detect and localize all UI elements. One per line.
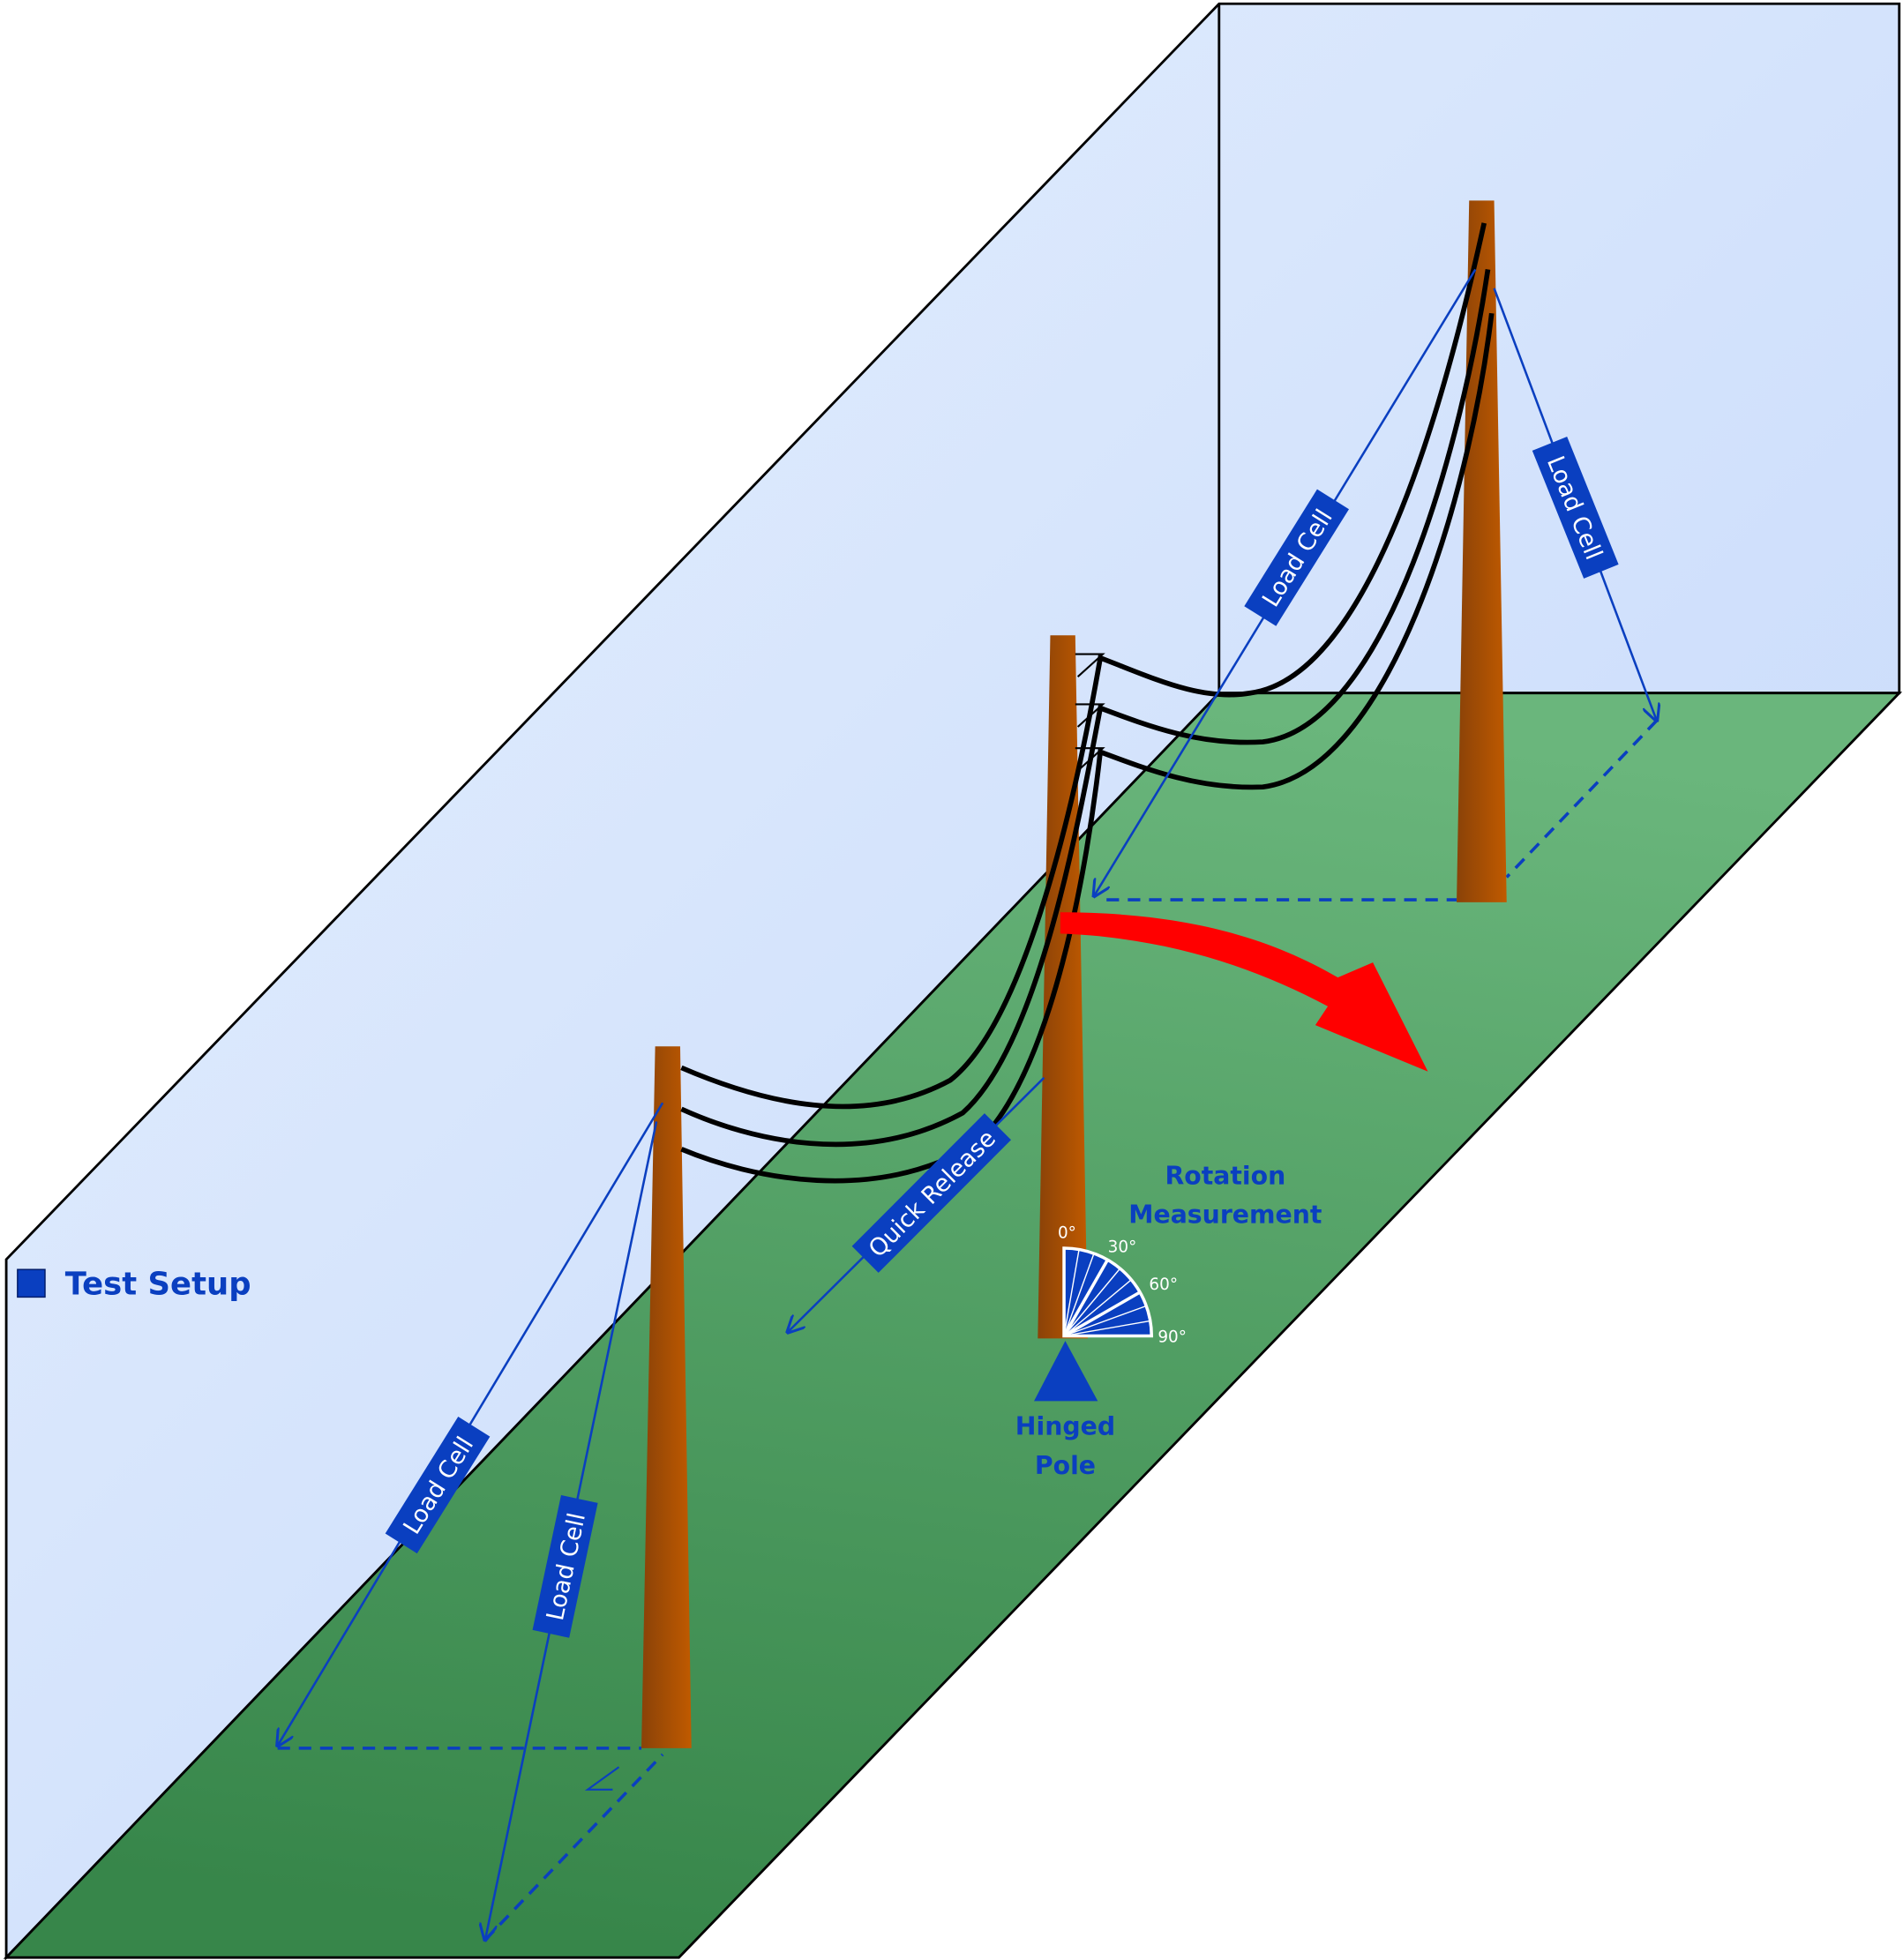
tick-30: 30°: [1108, 1238, 1137, 1256]
ground: [3, 692, 1903, 1959]
conductor-wires: [680, 222, 1495, 1184]
zigzag-mark: [584, 1766, 620, 1791]
rotation-label-1: Rotation: [1165, 1162, 1285, 1191]
hinged-label-1: Hinged: [1015, 1412, 1115, 1441]
hinged-label-2: Pole: [1035, 1451, 1096, 1480]
rotation-label-2: Measurement: [1128, 1201, 1322, 1230]
anchor-lines: [277, 719, 1659, 1941]
hinge-triangle-icon: [1034, 1341, 1098, 1402]
tick-90: 90°: [1158, 1328, 1187, 1347]
near-pole: [641, 1046, 692, 1748]
tick-0: 0°: [1058, 1224, 1076, 1243]
middle-pole: [1038, 635, 1088, 1339]
tick-60: 60°: [1149, 1275, 1178, 1294]
rotation-arrow: [1060, 912, 1428, 1072]
protractor-icon: 0° 30° 60° 90°: [1058, 1224, 1187, 1347]
legend-label: Test Setup: [65, 1267, 251, 1303]
legend-square-icon: [17, 1268, 46, 1298]
